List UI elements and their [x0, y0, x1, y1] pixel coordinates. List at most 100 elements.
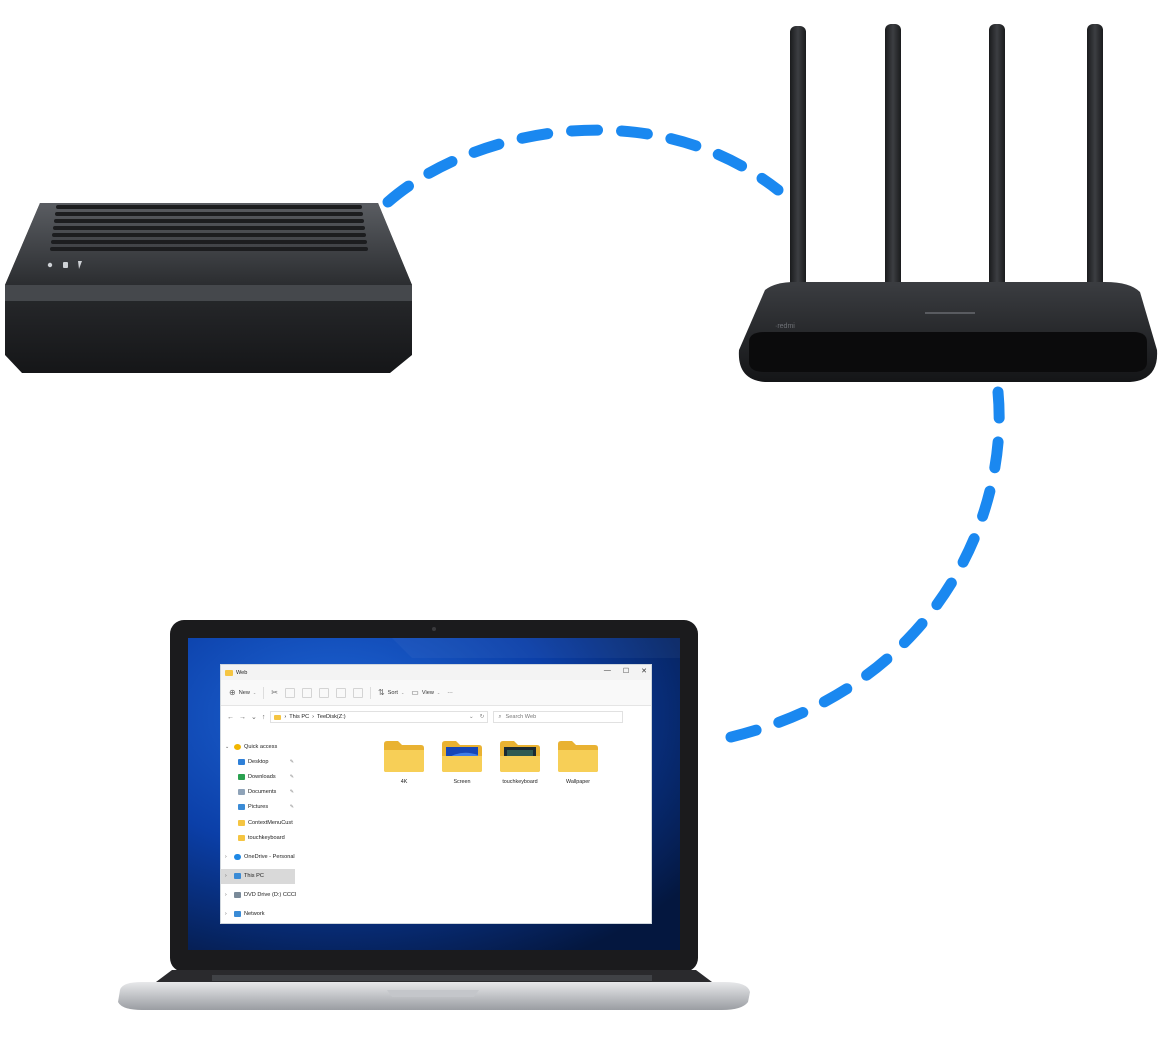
folder-name: Screen	[453, 779, 471, 785]
breadcrumb-separator: ›	[312, 714, 315, 720]
chevron-down-icon: ⌄	[252, 690, 257, 695]
picture-icon	[238, 804, 245, 811]
more-options-button[interactable]: ···	[447, 689, 453, 696]
router-device: ·redmi	[738, 24, 1158, 382]
nav-label: This PC	[244, 873, 264, 880]
toolbar-divider	[369, 686, 371, 699]
nav-label: Quick access	[244, 743, 278, 750]
sort-button[interactable]: ⇅ Sort ⌄	[378, 688, 404, 697]
chevron-down-icon: ⌄	[436, 690, 441, 695]
disc-icon	[234, 892, 241, 899]
nav-item-onedrive[interactable]: › OneDrive - Personal	[221, 849, 297, 864]
close-button[interactable]: ✕	[641, 668, 647, 675]
folder-tile-touchkeyboard[interactable]: touchkeyboard	[491, 739, 549, 785]
minimize-button[interactable]: —	[603, 667, 611, 674]
address-bar[interactable]: › This PC › TeeDisk(Z:) ⌄ ↻	[270, 711, 489, 723]
cut-icon[interactable]: ✂	[271, 688, 278, 697]
chevron-right-icon: ›	[225, 873, 227, 880]
folder-name: Wallpaper	[565, 779, 591, 785]
nav-label: Downloads	[248, 773, 276, 780]
folder-icon	[238, 819, 245, 826]
folder-icon	[442, 741, 482, 772]
folder-tile-wallpaper[interactable]: Wallpaper	[549, 739, 607, 785]
back-arrow-icon[interactable]: ←	[227, 713, 234, 721]
folder-tile-screen[interactable]: Screen	[433, 739, 491, 785]
chevron-right-icon: ›	[225, 853, 227, 860]
toolbar-divider	[263, 686, 265, 699]
nav-item-this-pc[interactable]: › This PC	[221, 868, 295, 884]
delete-icon[interactable]	[352, 687, 363, 698]
folder-name: 4K	[400, 779, 408, 785]
pin-icon: ✎	[289, 773, 294, 780]
folder-icon	[225, 669, 233, 676]
nav-item-touchkeyboard[interactable]: touchkeyboard	[221, 830, 297, 845]
nav-label: Network	[244, 911, 265, 918]
refresh-icon[interactable]: ↻	[479, 714, 485, 720]
link-nas-router	[382, 124, 784, 208]
folder-icon	[238, 834, 245, 841]
address-toolbar: ← → ⌄ ↑ › This PC › TeeDisk(Z:) ⌄ ↻ ⌕ Se…	[221, 706, 651, 728]
paste-icon[interactable]	[301, 687, 312, 698]
nav-label: Pictures	[248, 804, 269, 811]
chevron-down-icon: ⌄	[225, 743, 230, 750]
breadcrumb-this-pc[interactable]: This PC	[289, 714, 310, 720]
view-icon: ▭	[411, 688, 419, 697]
navigation-pane: ⌄ Quick access Desktop ✎ Downloads ✎ Doc…	[221, 727, 297, 923]
nas-status-icons	[47, 261, 82, 269]
up-arrow-icon[interactable]: ↑	[261, 713, 266, 721]
nav-item-contextmenucust[interactable]: ContextMenuCust	[221, 815, 297, 830]
view-button[interactable]: ▭ View ⌄	[411, 688, 440, 697]
document-icon	[238, 789, 245, 796]
folder-tile-4k[interactable]: 4K	[375, 739, 433, 785]
share-icon[interactable]	[335, 687, 346, 698]
router-antennas	[790, 24, 1103, 296]
pin-icon: ✎	[289, 789, 294, 796]
nav-item-pictures[interactable]: Pictures ✎	[221, 800, 297, 815]
sort-button-label: Sort	[387, 689, 398, 696]
nav-item-quick-access[interactable]: ⌄ Quick access	[221, 739, 297, 754]
network-icon	[234, 911, 241, 918]
computer-icon	[234, 873, 241, 880]
title-bar: Web — ☐ ✕	[221, 665, 651, 680]
command-bar: ⊕ New ⌄ ✂ ⇅ Sort ⌄ ▭ View ⌄ ···	[221, 680, 651, 706]
view-button-label: View	[421, 689, 434, 696]
address-actions: ⌄ ↻	[469, 714, 487, 720]
download-icon	[238, 773, 245, 780]
new-button-label: New	[238, 689, 250, 696]
nav-item-desktop[interactable]: Desktop ✎	[221, 754, 297, 769]
cloud-icon	[234, 853, 241, 860]
nav-label: Desktop	[248, 758, 269, 765]
chevron-right-icon: ›	[225, 911, 227, 918]
router-brand-mark: ·redmi	[775, 323, 795, 330]
history-chevron-icon[interactable]: ⌄	[469, 714, 474, 720]
new-button[interactable]: ⊕ New ⌄	[229, 688, 256, 697]
copy-icon[interactable]	[284, 687, 295, 698]
search-box[interactable]: ⌕ Search Web	[493, 711, 624, 723]
rename-icon[interactable]	[318, 687, 329, 698]
breadcrumb-teedisk[interactable]: TeeDisk(Z:)	[317, 714, 346, 720]
pin-icon: ✎	[289, 758, 294, 765]
nav-label: DVD Drive (D:) CCCl	[244, 892, 297, 899]
forward-arrow-icon[interactable]: →	[239, 713, 246, 721]
star-icon	[234, 743, 241, 750]
maximize-button[interactable]: ☐	[622, 668, 630, 675]
window-controls: — ☐ ✕	[604, 667, 647, 675]
nav-item-dvd-drive[interactable]: › DVD Drive (D:) CCCl	[221, 888, 297, 903]
nav-item-documents[interactable]: Documents ✎	[221, 785, 297, 800]
chevron-right-icon: ›	[225, 892, 227, 899]
search-placeholder: Search Web	[505, 714, 537, 720]
nav-item-network[interactable]: › Network	[221, 907, 297, 922]
explorer-body: ⌄ Quick access Desktop ✎ Downloads ✎ Doc…	[221, 727, 651, 923]
search-icon: ⌕	[498, 713, 502, 720]
plus-circle-icon: ⊕	[229, 688, 236, 697]
folder-icon	[558, 741, 598, 772]
recent-chevron-icon[interactable]: ⌄	[251, 714, 257, 721]
nav-label: Documents	[248, 789, 277, 796]
folder-icon	[500, 741, 540, 772]
nav-label: touchkeyboard	[248, 834, 285, 841]
nav-label: ContextMenuCust	[248, 819, 293, 826]
folder-icon	[384, 741, 424, 772]
desktop-icon	[238, 758, 245, 765]
nav-item-downloads[interactable]: Downloads ✎	[221, 769, 297, 784]
